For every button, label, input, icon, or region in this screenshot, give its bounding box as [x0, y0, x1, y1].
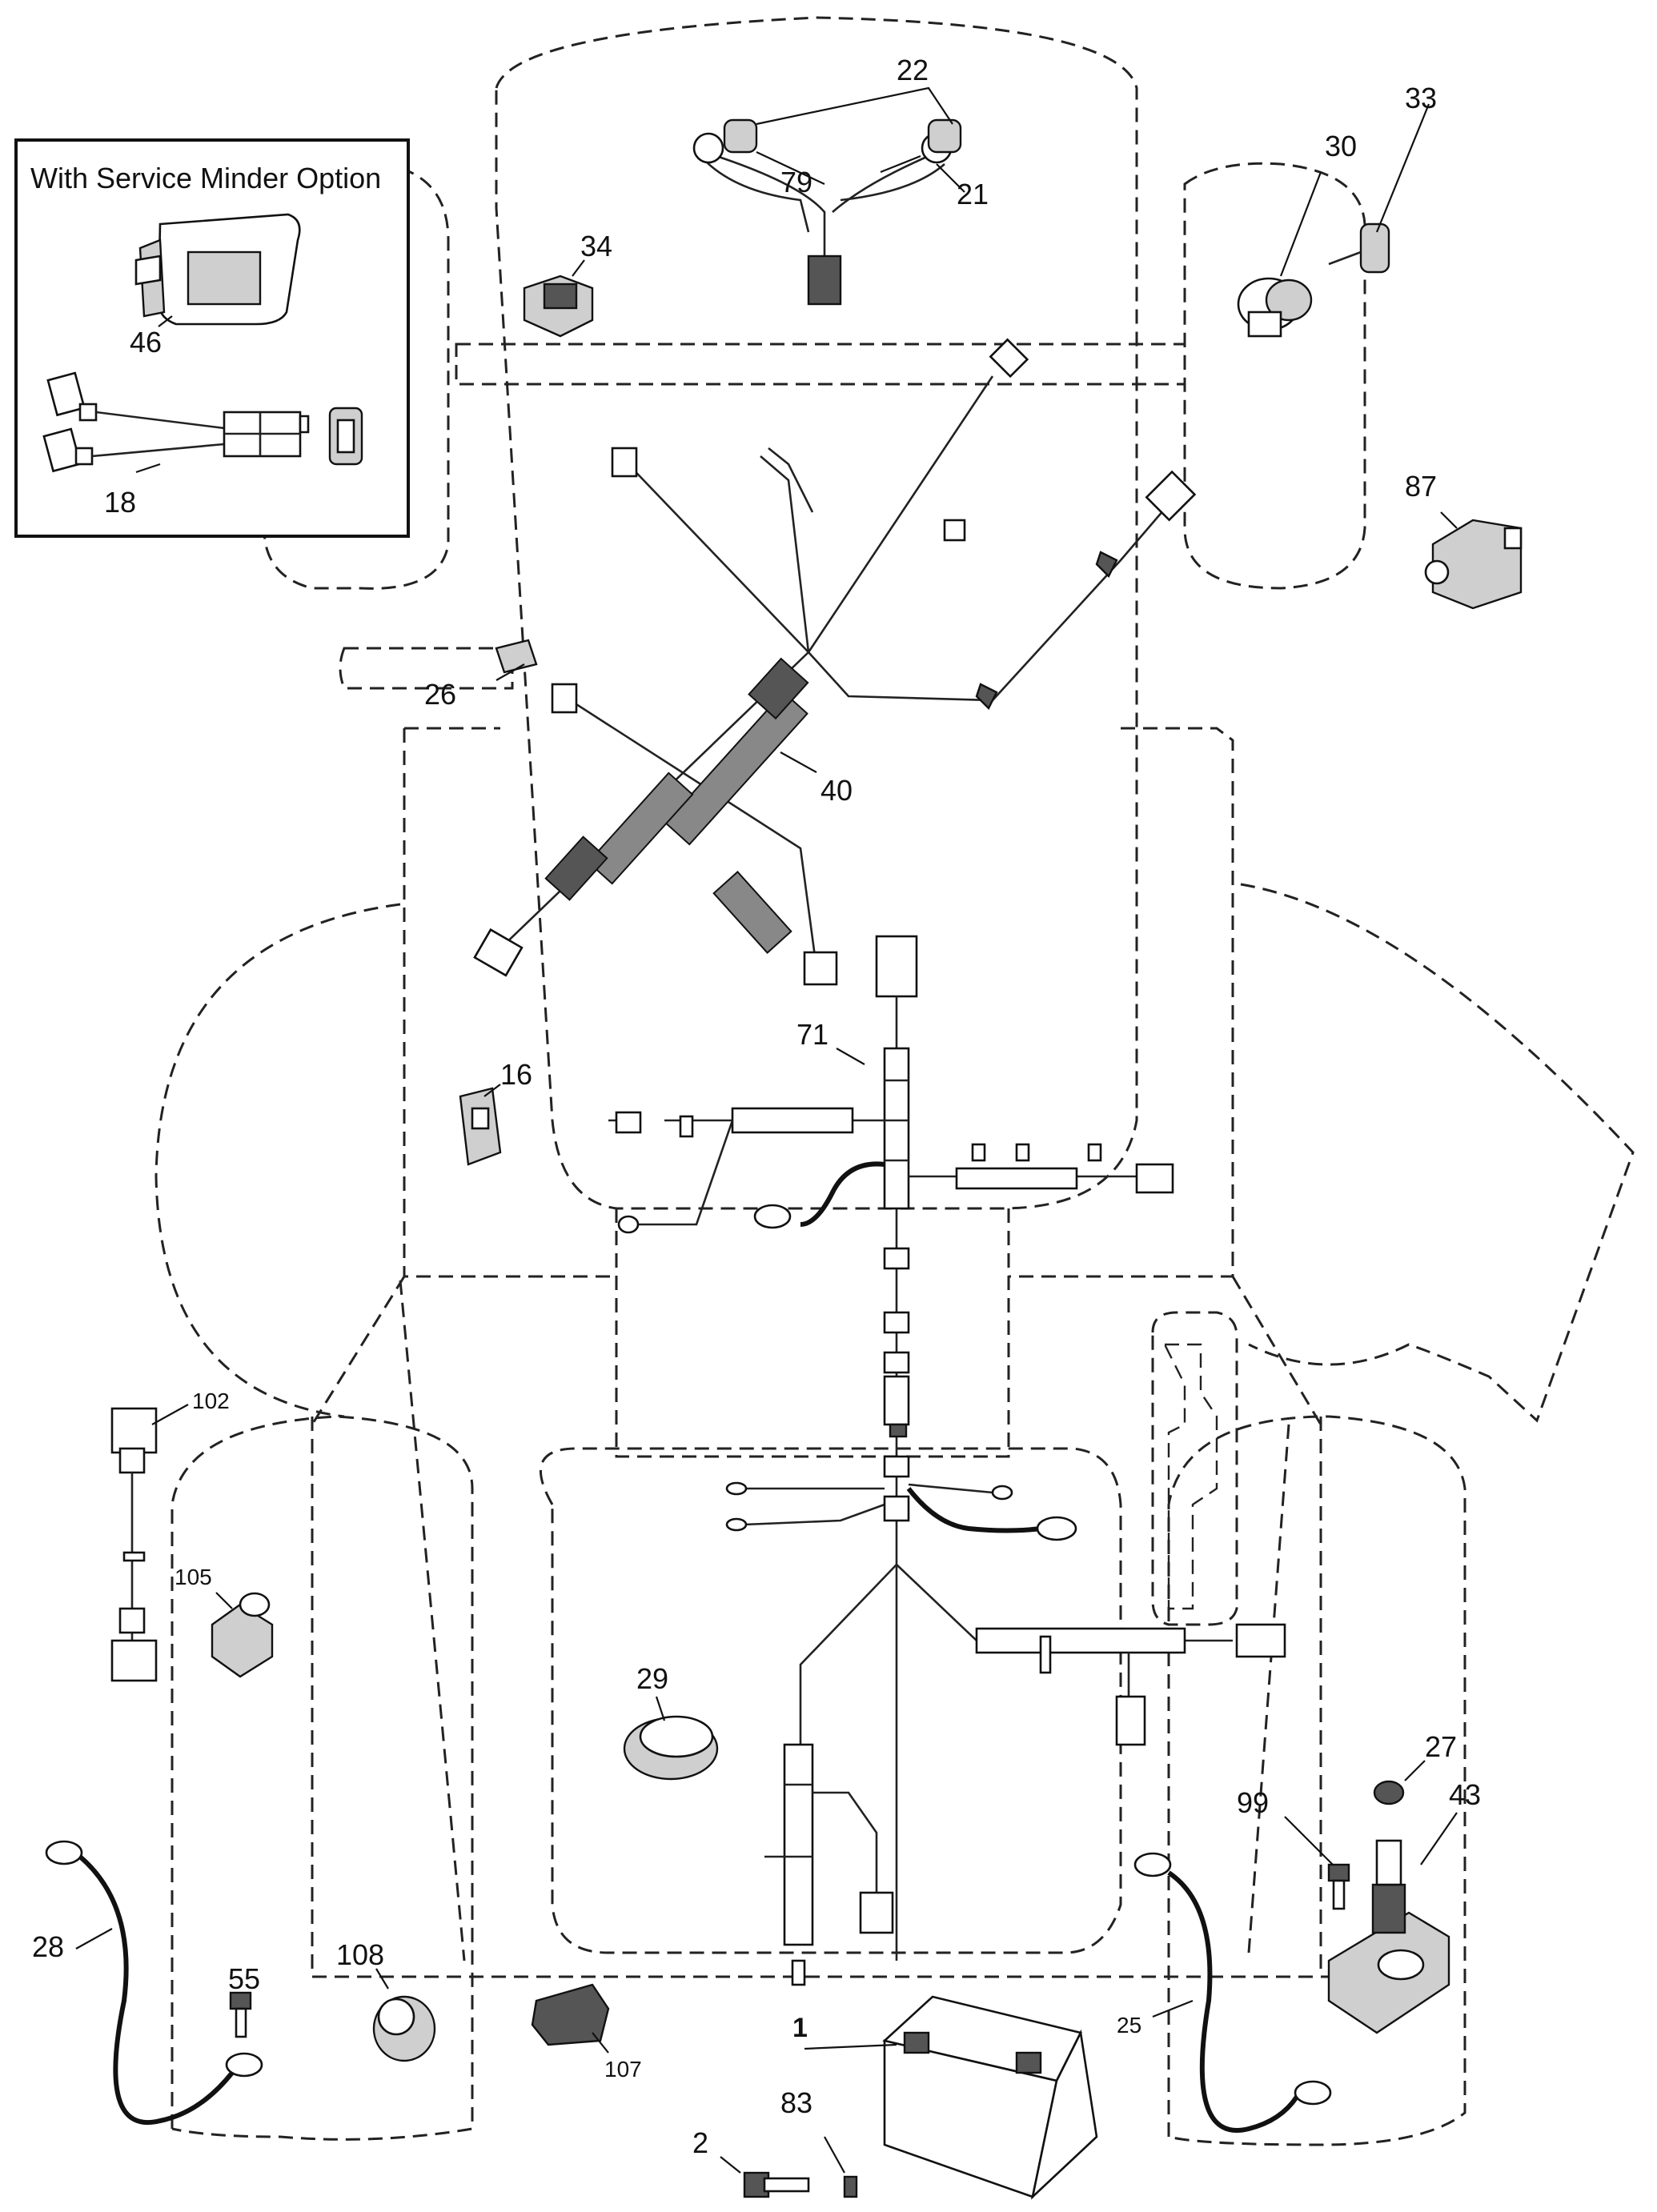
battery-cable-28: [45, 1840, 263, 2125]
interlock-switch-87: [1424, 519, 1523, 610]
seat-switch-16: [459, 1087, 502, 1166]
bolt-99: [1327, 1863, 1350, 1910]
callout-34: 34: [580, 230, 612, 262]
callout-33: 33: [1405, 82, 1437, 114]
callout-22: 22: [897, 54, 929, 86]
display-screen: [187, 250, 262, 306]
frame-outlines: [154, 16, 1635, 2146]
hour-meter-display: [134, 213, 301, 326]
battery-cable-25: [1133, 1852, 1332, 2133]
callout-18: 18: [104, 486, 136, 519]
callout-26: 26: [424, 678, 456, 711]
main-wire-harness-71: [608, 935, 1286, 1986]
ignition-switch: [1237, 277, 1313, 338]
callout-83: 83: [780, 2086, 812, 2119]
callout-107: 107: [604, 2057, 642, 2082]
battery-1: [882, 1995, 1098, 2200]
callout-105: 105: [175, 1565, 212, 1589]
service-minder-inset: With Service Minder Option 46 18: [14, 138, 410, 538]
callout-43: 43: [1449, 1778, 1481, 1811]
starter-solenoid-43: [1327, 1839, 1450, 2034]
callout-102: 102: [192, 1389, 230, 1413]
headlight-harness: [692, 118, 962, 306]
regulator-107: [531, 1983, 610, 2046]
callout-108: 108: [336, 1938, 384, 1971]
bolt-55: [229, 1991, 252, 2038]
callout-28: 28: [32, 1930, 64, 1963]
bolt-2: [743, 2171, 810, 2198]
callout-1: 1: [792, 2013, 808, 2043]
main-wire-harness-40: [473, 338, 1197, 986]
callout-46: 46: [130, 326, 162, 359]
module-29: [623, 1715, 719, 1781]
callout-87: 87: [1405, 470, 1437, 503]
callout-99: 99: [1237, 1786, 1269, 1819]
callout-16: 16: [500, 1058, 532, 1091]
callout-27: 27: [1425, 1730, 1457, 1763]
pto-switch: [523, 274, 594, 338]
callout-25: 25: [1117, 2013, 1141, 2038]
callout-2: 2: [692, 2126, 708, 2159]
solenoid-108: [372, 1995, 436, 2062]
callout-40: 40: [820, 774, 853, 807]
nut-83: [843, 2175, 858, 2198]
nut-27: [1373, 1780, 1405, 1805]
callout-29: 29: [636, 1662, 668, 1695]
service-minder-harness: [42, 371, 363, 473]
callout-55: 55: [228, 1962, 260, 1995]
ignition-key: [1328, 222, 1390, 274]
callout-21: 21: [957, 178, 989, 210]
callout-79: 79: [780, 166, 812, 198]
starter-relay-105: [211, 1592, 274, 1678]
fuse-holder-102: [110, 1407, 158, 1682]
inset-title: With Service Minder Option: [30, 162, 381, 194]
callout-71: 71: [796, 1018, 828, 1051]
inset-frame: [14, 138, 410, 538]
callout-30: 30: [1325, 130, 1357, 162]
